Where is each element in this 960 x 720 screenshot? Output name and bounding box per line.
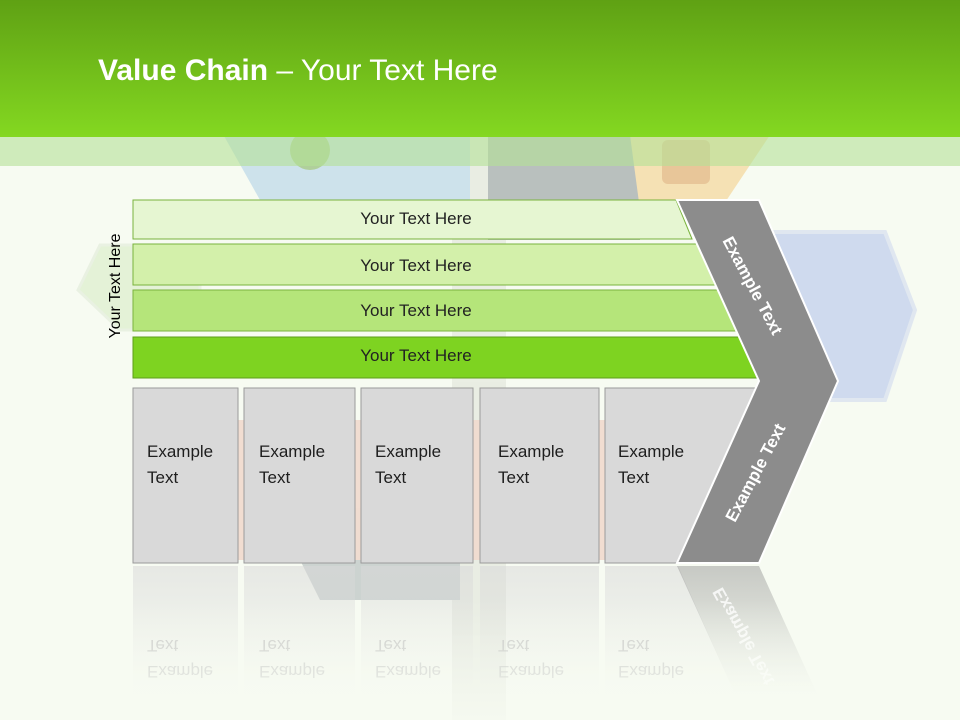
bar-3-label: Your Text Here [360, 301, 472, 320]
box-1-line-2: Text [147, 468, 179, 487]
box-2-label: Example Text [259, 439, 325, 491]
header-band [0, 137, 960, 166]
chevron-shape [675, 199, 840, 564]
box-1-shape [132, 387, 239, 564]
box-2-line-2: Text [259, 468, 291, 487]
title-rest: – Your Text Here [268, 54, 498, 87]
box-3-shape [360, 387, 474, 564]
bar-1-shape [132, 199, 693, 240]
title-header [0, 0, 960, 137]
bar-2-label: Your Text Here [360, 256, 472, 275]
reflection-fade [0, 600, 960, 720]
box-2-line-1: Example [259, 442, 326, 461]
box-1-line-1: Example [147, 442, 214, 461]
box-5-line-1: Example [618, 442, 685, 461]
box-3-label: Example Text [375, 439, 441, 491]
box-2-shape [243, 387, 356, 564]
box-5-label: Example Text [618, 439, 684, 491]
box-5-line-2: Text [618, 468, 650, 487]
bar-1-label: Your Text Here [360, 209, 472, 228]
box-4-shape [479, 387, 600, 564]
box-4-label: Example Text [498, 439, 564, 491]
box-1-label: Example Text [147, 439, 213, 491]
slide-title: Value Chain – Your Text Here [98, 54, 498, 88]
box-3-line-1: Example [375, 442, 442, 461]
box-4-line-1: Example [498, 442, 565, 461]
title-bold: Value Chain [98, 54, 269, 87]
box-3-line-2: Text [375, 468, 407, 487]
box-4-line-2: Text [498, 468, 530, 487]
bar-4-label: Your Text Here [360, 346, 472, 365]
